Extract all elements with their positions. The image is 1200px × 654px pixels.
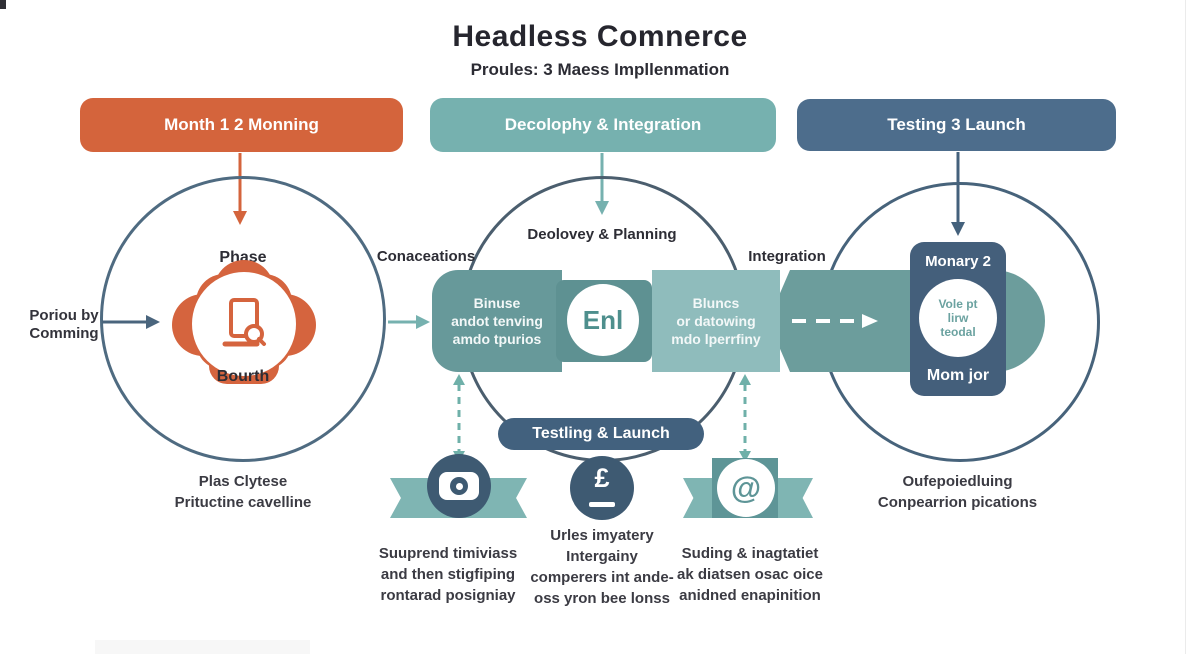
circle3-caption-line1: Oufepoiedluing <box>902 473 1013 490</box>
phase3-card: Monary 2 Vole pt lirw teodal Mom jor <box>910 242 1006 396</box>
circle3-caption: Oufepoiedluing Conpearrion pications <box>850 471 1065 513</box>
pound-seal-icon: £ <box>570 456 634 520</box>
right-arrow-into-band-icon <box>388 315 430 329</box>
bottom-column-3: Suding & inagtatiet ak diatsen osac oice… <box>660 543 840 606</box>
card-top-label: Monary 2 <box>925 253 991 270</box>
circle3-caption-line2: Conpearrion pications <box>877 494 1038 511</box>
band-segment-left: Binuse andot tenving amdo tpurios <box>432 270 562 372</box>
card-disc: Vole pt lirw teodal <box>919 279 997 357</box>
band-center-badge: Enl <box>567 284 639 356</box>
col2-line2: Intergainy <box>566 548 638 565</box>
col2-line4: oss yron bee lonss <box>534 590 670 607</box>
cloud-icon <box>172 260 316 386</box>
band-right-text: Bluncs or datowing mdo lperrfiny <box>652 294 780 348</box>
right-edge-line <box>1185 0 1186 654</box>
circle1-bottom-label: Bourth <box>216 368 270 385</box>
col1-line1: Suuprend timiviass <box>378 545 518 562</box>
bottom-column-1: Suuprend timiviass and then stigfiping r… <box>362 543 534 606</box>
pound-icon: £ <box>594 463 610 493</box>
page-title: Headless Comnerce <box>452 20 748 53</box>
col1-line3: rontarad posigniay <box>380 587 516 604</box>
col3-line1: Suding & inagtatiet <box>681 545 819 562</box>
col3-line2: ak diatsen osac oice <box>677 566 823 583</box>
col1-line2: and then stigfiping <box>380 566 516 583</box>
bottom-column-2: Urles imyatery Intergainy comperers int … <box>508 525 696 609</box>
band-left-line1: Binuse <box>473 295 521 311</box>
left-note: Poriou by Comming <box>18 307 110 343</box>
dashed-double-arrow-right-icon <box>739 374 751 462</box>
band-segment-right: Bluncs or datowing mdo lperrfiny <box>652 270 780 372</box>
pound-base <box>589 502 615 507</box>
bottom-left-bar <box>95 640 310 654</box>
band-label-center: Deolovey & Planning <box>527 226 677 243</box>
band-right-line3: mdo lperrfiny <box>671 331 761 347</box>
phase-pill-3: Testing 3 Launch <box>797 99 1116 151</box>
band-label-right: Integration <box>748 248 826 265</box>
card-disc-line3: teodal <box>940 325 976 339</box>
cloud-inner-disc <box>192 272 296 376</box>
phase-pill-2: Decolophy & Integration <box>430 98 776 152</box>
phase-pill-1: Month 1 2 Monning <box>80 98 403 152</box>
card-bottom-label: Mom jor <box>926 367 990 384</box>
corner-artifact <box>0 0 6 9</box>
right-arrow-into-circle1-icon <box>102 315 160 329</box>
band-right-line1: Bluncs <box>692 295 740 311</box>
document-search-icon <box>222 298 266 347</box>
left-note-line1: Poriou by <box>29 307 99 324</box>
page-subtitle: Proules: 3 Maess Impllenmation <box>470 60 730 79</box>
band-left-line2: andot tenving <box>451 313 543 329</box>
band-left-line3: amdo tpurios <box>452 331 542 347</box>
band-right-line2: or datowing <box>676 313 756 329</box>
at-badge-icon: @ <box>683 450 813 518</box>
circle1-caption-line1: Plas Clytese <box>198 473 288 490</box>
at-icon: @ <box>717 459 775 517</box>
circle1-caption-line2: Prituctine cavelline <box>174 494 312 511</box>
camera-disc <box>427 454 491 518</box>
left-note-line2: Comming <box>29 325 99 342</box>
card-disc-line2: lirw <box>947 311 969 325</box>
phase1-circle <box>100 176 386 462</box>
col3-line3: anidned enapinition <box>679 587 821 604</box>
circle1-caption: Plas Clytese Prituctine cavelline <box>143 471 343 513</box>
card-disc-line1: Vole pt <box>938 297 978 311</box>
camera-badge-icon <box>390 446 527 522</box>
band-label-left: Conaceations <box>376 248 476 265</box>
band-left-text: Binuse andot tenving amdo tpurios <box>432 294 562 348</box>
camera-icon <box>439 472 479 500</box>
launch-pill: Testling & Launch <box>498 418 704 450</box>
dashed-arrow-right-icon <box>792 314 878 328</box>
col2-line3: comperers int ande- <box>530 569 674 586</box>
col2-line1: Urles imyatery <box>550 527 654 544</box>
